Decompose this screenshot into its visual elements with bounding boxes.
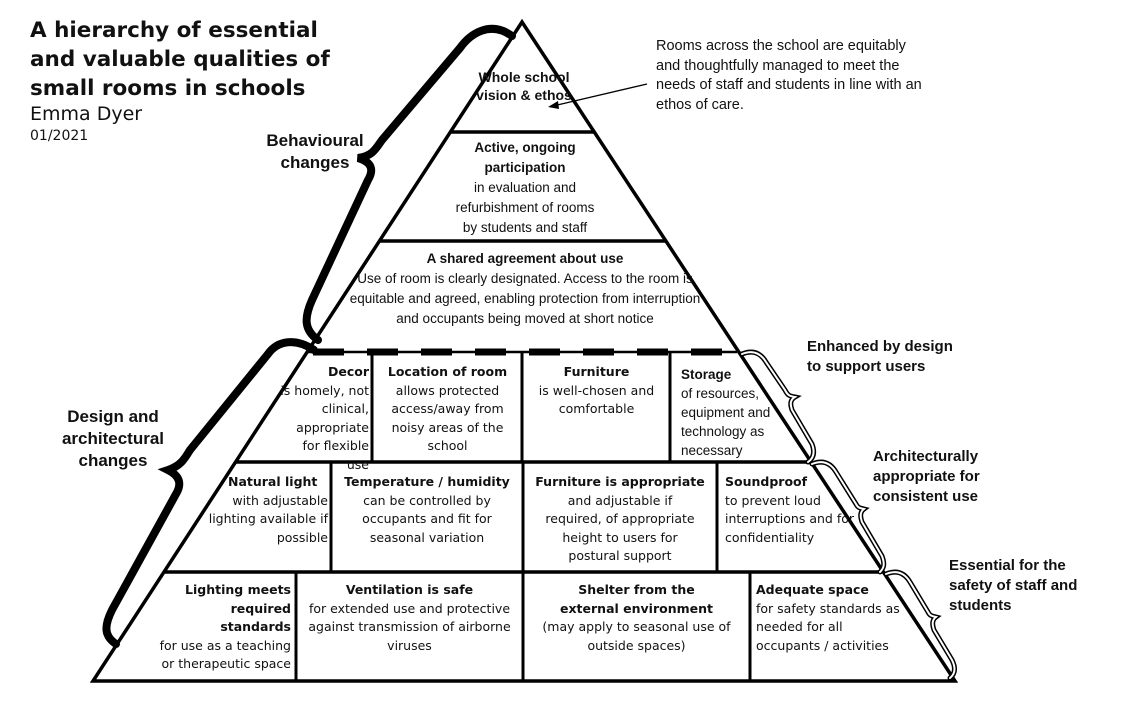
tier-participation-heading: Active, ongoing participation — [474, 140, 576, 175]
cell-adequate-space-body: for safety standards as needed for all o… — [756, 600, 900, 653]
tier-shared-agreement-heading: A shared agreement about use — [426, 251, 624, 266]
cell-decor: Decor is homely, not clinical, appropria… — [280, 363, 369, 474]
cell-furniture-appropriate-heading: Furniture is appropriate — [535, 474, 705, 489]
cell-furniture: Furniture is well-chosen and comfortable — [526, 363, 667, 419]
cell-lighting-standards: Lighting meets required standards for us… — [148, 581, 291, 674]
label-architecturally-appropriate: Architecturally appropriate for consiste… — [873, 448, 980, 505]
cell-shelter-heading: Shelter from the external environment — [560, 582, 713, 616]
cell-natural-light: Natural light with adjustable lighting a… — [200, 473, 328, 547]
cell-temperature: Temperature / humidity can be controlled… — [335, 473, 519, 547]
tier-apex: Whole school vision & ethos — [464, 68, 584, 104]
cell-temperature-body: can be controlled by occupants and fit f… — [362, 492, 492, 545]
cell-furniture-appropriate-body: and adjustable if required, of appropria… — [545, 492, 695, 564]
cell-location: Location of room allows protected access… — [376, 363, 519, 456]
annotation-arrow-line — [552, 83, 648, 107]
date-label: 01/2021 — [30, 128, 89, 144]
tier-apex-heading: Whole school vision & ethos — [476, 69, 572, 103]
author-name: Emma Dyer — [30, 103, 143, 125]
tier-participation-body: in evaluation and refurbishment of rooms… — [455, 180, 595, 235]
label-enhanced-by-design: Enhanced by design to support users — [807, 338, 953, 375]
cell-decor-body: is homely, not clinical, appropriate for… — [280, 382, 369, 472]
brace-essential — [883, 569, 957, 681]
cell-ventilation-heading: Ventilation is safe — [345, 582, 474, 597]
cell-location-heading: Location of room — [387, 364, 508, 379]
tier-shared-agreement: A shared agreement about use Use of room… — [340, 249, 710, 329]
label-design-architectural-changes: Design and architectural changes — [61, 407, 165, 470]
cell-shelter-body: (may apply to seasonal use of outside sp… — [542, 619, 731, 653]
cell-soundproof: Soundproof to prevent loud interruptions… — [725, 473, 855, 547]
brace-enhanced — [739, 349, 817, 465]
tier-shared-agreement-body: Use of room is clearly designated. Acces… — [349, 271, 701, 326]
brace-design — [102, 338, 318, 648]
cell-soundproof-heading: Soundproof — [725, 474, 808, 489]
cell-lighting-standards-heading: Lighting meets required standards — [185, 582, 291, 634]
cell-storage-heading: Storage — [681, 367, 732, 382]
cell-ventilation: Ventilation is safe for extended use and… — [300, 581, 519, 655]
label-behavioural-changes: Behavioural changes — [266, 131, 364, 172]
cell-temperature-heading: Temperature / humidity — [344, 474, 510, 489]
cell-lighting-standards-body: for use as a teaching or therapeutic spa… — [159, 637, 291, 672]
cell-furniture-appropriate: Furniture is appropriate and adjustable … — [527, 473, 713, 566]
cell-natural-light-heading: Natural light — [228, 474, 318, 489]
cell-adequate-space-heading: Adequate space — [756, 582, 869, 597]
brace-behavioural — [302, 24, 516, 344]
cell-furniture-body: is well-chosen and comfortable — [538, 382, 655, 417]
page-title: A hierarchy of essential and valuable qu… — [30, 18, 330, 101]
annotation-text: Rooms across the school are equitably an… — [656, 38, 922, 113]
cell-furniture-heading: Furniture — [563, 364, 630, 379]
cell-natural-light-body: with adjustable lighting available if po… — [208, 492, 328, 545]
cell-decor-heading: Decor — [327, 364, 369, 379]
annotation-arrowhead — [548, 101, 559, 109]
cell-location-body: allows protected access/away from noisy … — [391, 382, 504, 454]
cell-storage: Storage of resources, equipment and tech… — [681, 365, 781, 460]
brace-architectural — [809, 459, 887, 575]
label-essential-safety: Essential for the safety of staff and st… — [949, 557, 1078, 614]
cell-adequate-space: Adequate space for safety standards as n… — [756, 581, 906, 655]
cell-storage-body: of resources, equipment and technology a… — [681, 386, 771, 458]
tier-participation: Active, ongoing participation in evaluat… — [420, 138, 630, 238]
cell-ventilation-body: for extended use and protective against … — [308, 600, 511, 653]
cell-soundproof-body: to prevent loud interruptions and for co… — [725, 492, 855, 545]
cell-shelter: Shelter from the external environment (m… — [527, 581, 746, 655]
